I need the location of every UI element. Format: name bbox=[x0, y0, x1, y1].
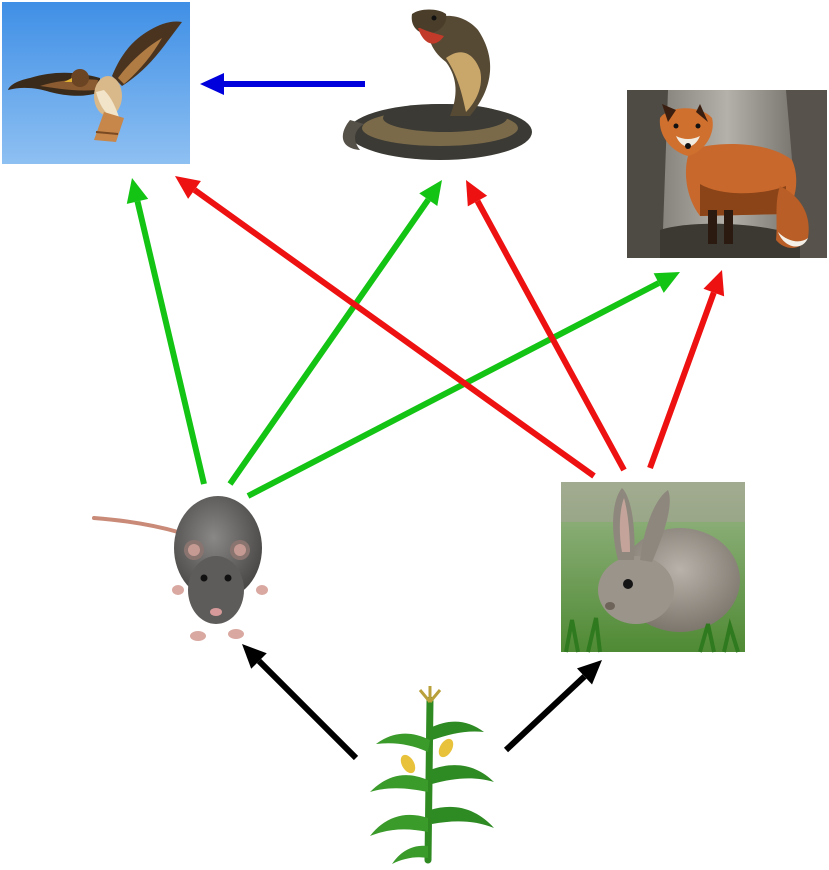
rabbit-icon bbox=[561, 482, 745, 653]
arrow-corn-to-rabbit bbox=[503, 660, 602, 753]
rat-icon bbox=[92, 496, 268, 641]
arrow-shaft bbox=[192, 187, 596, 479]
arrow-rabbit-to-fox bbox=[647, 270, 725, 470]
arrow-head bbox=[466, 180, 488, 207]
arrow-corn-to-rat bbox=[242, 644, 359, 761]
arrow-shaft bbox=[647, 291, 717, 470]
arrow-rabbit-to-hawk bbox=[175, 176, 596, 479]
arrow-head bbox=[175, 176, 201, 199]
arrow-head bbox=[576, 660, 602, 685]
arrow-shaft bbox=[256, 658, 359, 761]
arrow-rabbit-to-snake bbox=[466, 180, 627, 472]
corn-plant-icon bbox=[370, 686, 494, 864]
arrow-head bbox=[242, 644, 267, 669]
arrow-head bbox=[653, 272, 680, 293]
snake-icon bbox=[342, 9, 532, 160]
arrow-shaft bbox=[134, 200, 207, 485]
arrow-snake-to-hawk bbox=[200, 73, 365, 95]
arrow-shaft bbox=[474, 199, 627, 472]
hawk-icon bbox=[2, 2, 190, 164]
arrow-head bbox=[703, 270, 725, 297]
arrow-rat-to-snake bbox=[227, 180, 442, 486]
arrow-head bbox=[126, 178, 149, 204]
arrow-head bbox=[419, 180, 442, 206]
arrow-shaft bbox=[227, 197, 431, 486]
arrow-rat-to-hawk bbox=[126, 178, 207, 485]
arrow-head bbox=[200, 73, 224, 95]
arrow-shaft bbox=[246, 280, 661, 499]
arrow-rat-to-fox bbox=[246, 272, 680, 499]
feeding-links bbox=[126, 73, 725, 761]
arrow-shaft bbox=[503, 674, 587, 753]
fox-icon bbox=[627, 90, 827, 258]
